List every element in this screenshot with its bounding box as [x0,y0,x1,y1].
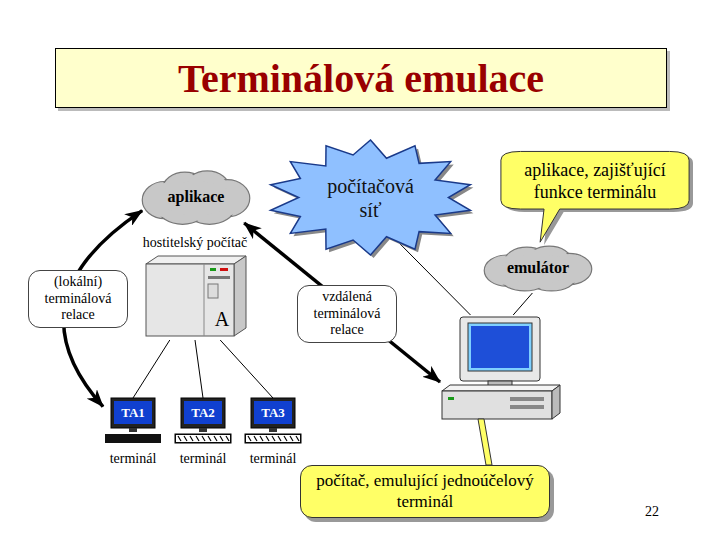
pc-illustration [440,315,562,423]
screen-label: TA1 [121,405,145,421]
text-wrap: terminál [93,450,173,468]
text-wrap: počítačová síť [268,140,473,255]
edge-label: vzdálená terminálová relace [297,285,397,343]
text-wrap: počítač, emulující jednoúčelový terminál [300,465,550,518]
callout-text: počítač, emulující jednoúčelový terminál [300,465,550,518]
network-label: počítačová síť [316,174,426,222]
link-line [513,293,532,315]
host-letter: A [215,308,229,331]
text-wrap: aplikace [140,166,252,228]
host-computer: hostitelský počítačA [132,234,258,340]
host-label: hostitelský počítač [143,235,248,251]
cloud-label: emulátor [507,259,569,277]
terminal: TA3 terminál [243,398,303,470]
link-line [395,239,470,315]
emulating-pc: počítač, emulující jednoúčelový terminál [440,315,562,423]
starburst-outline [268,140,473,255]
cloud-shape: emulátor [482,242,594,294]
edge-label-wrap: vzdálená terminálová relace [297,285,397,343]
label-wrap: 22 [622,502,682,522]
terminal-label: terminál [180,451,227,467]
text-wrap: TA1 [114,401,152,424]
text-wrap: aplikace, zajišťující funkce terminálu [503,152,687,211]
link-line [133,340,170,398]
page-number: 22 [645,504,659,520]
network-star: počítačová síť [268,140,473,255]
terminal-label: terminál [110,451,157,467]
edge-label: (lokální) terminálová relace [28,270,128,328]
cloud-shape: aplikace [140,166,252,228]
text-wrap: TA2 [184,401,222,424]
text-wrap: emulátor [482,242,594,294]
link-line [195,340,203,398]
text-wrap: hostitelský počítač [122,234,268,252]
text-wrap: terminál [233,450,313,468]
callout-box: aplikace, zajišťující funkce terminálu [497,150,693,222]
link-line [220,340,273,398]
screen-label: TA2 [191,405,215,421]
text-wrap: A [212,306,232,332]
cloud-label: aplikace [168,188,225,206]
terminal-label: terminál [250,451,297,467]
terminal: TA1 terminál [103,398,163,470]
edge-label-wrap: (lokální) terminálová relace [28,270,128,328]
text-wrap: TA3 [254,401,292,424]
title-banner: Terminálová emulace [55,48,667,108]
terminal: TA2 terminál [173,398,233,470]
slide-title: Terminálová emulace [178,55,544,102]
callout-text: aplikace, zajišťující funkce terminálu [503,160,687,203]
text-wrap: terminál [163,450,243,468]
screen-label: TA3 [261,405,285,421]
